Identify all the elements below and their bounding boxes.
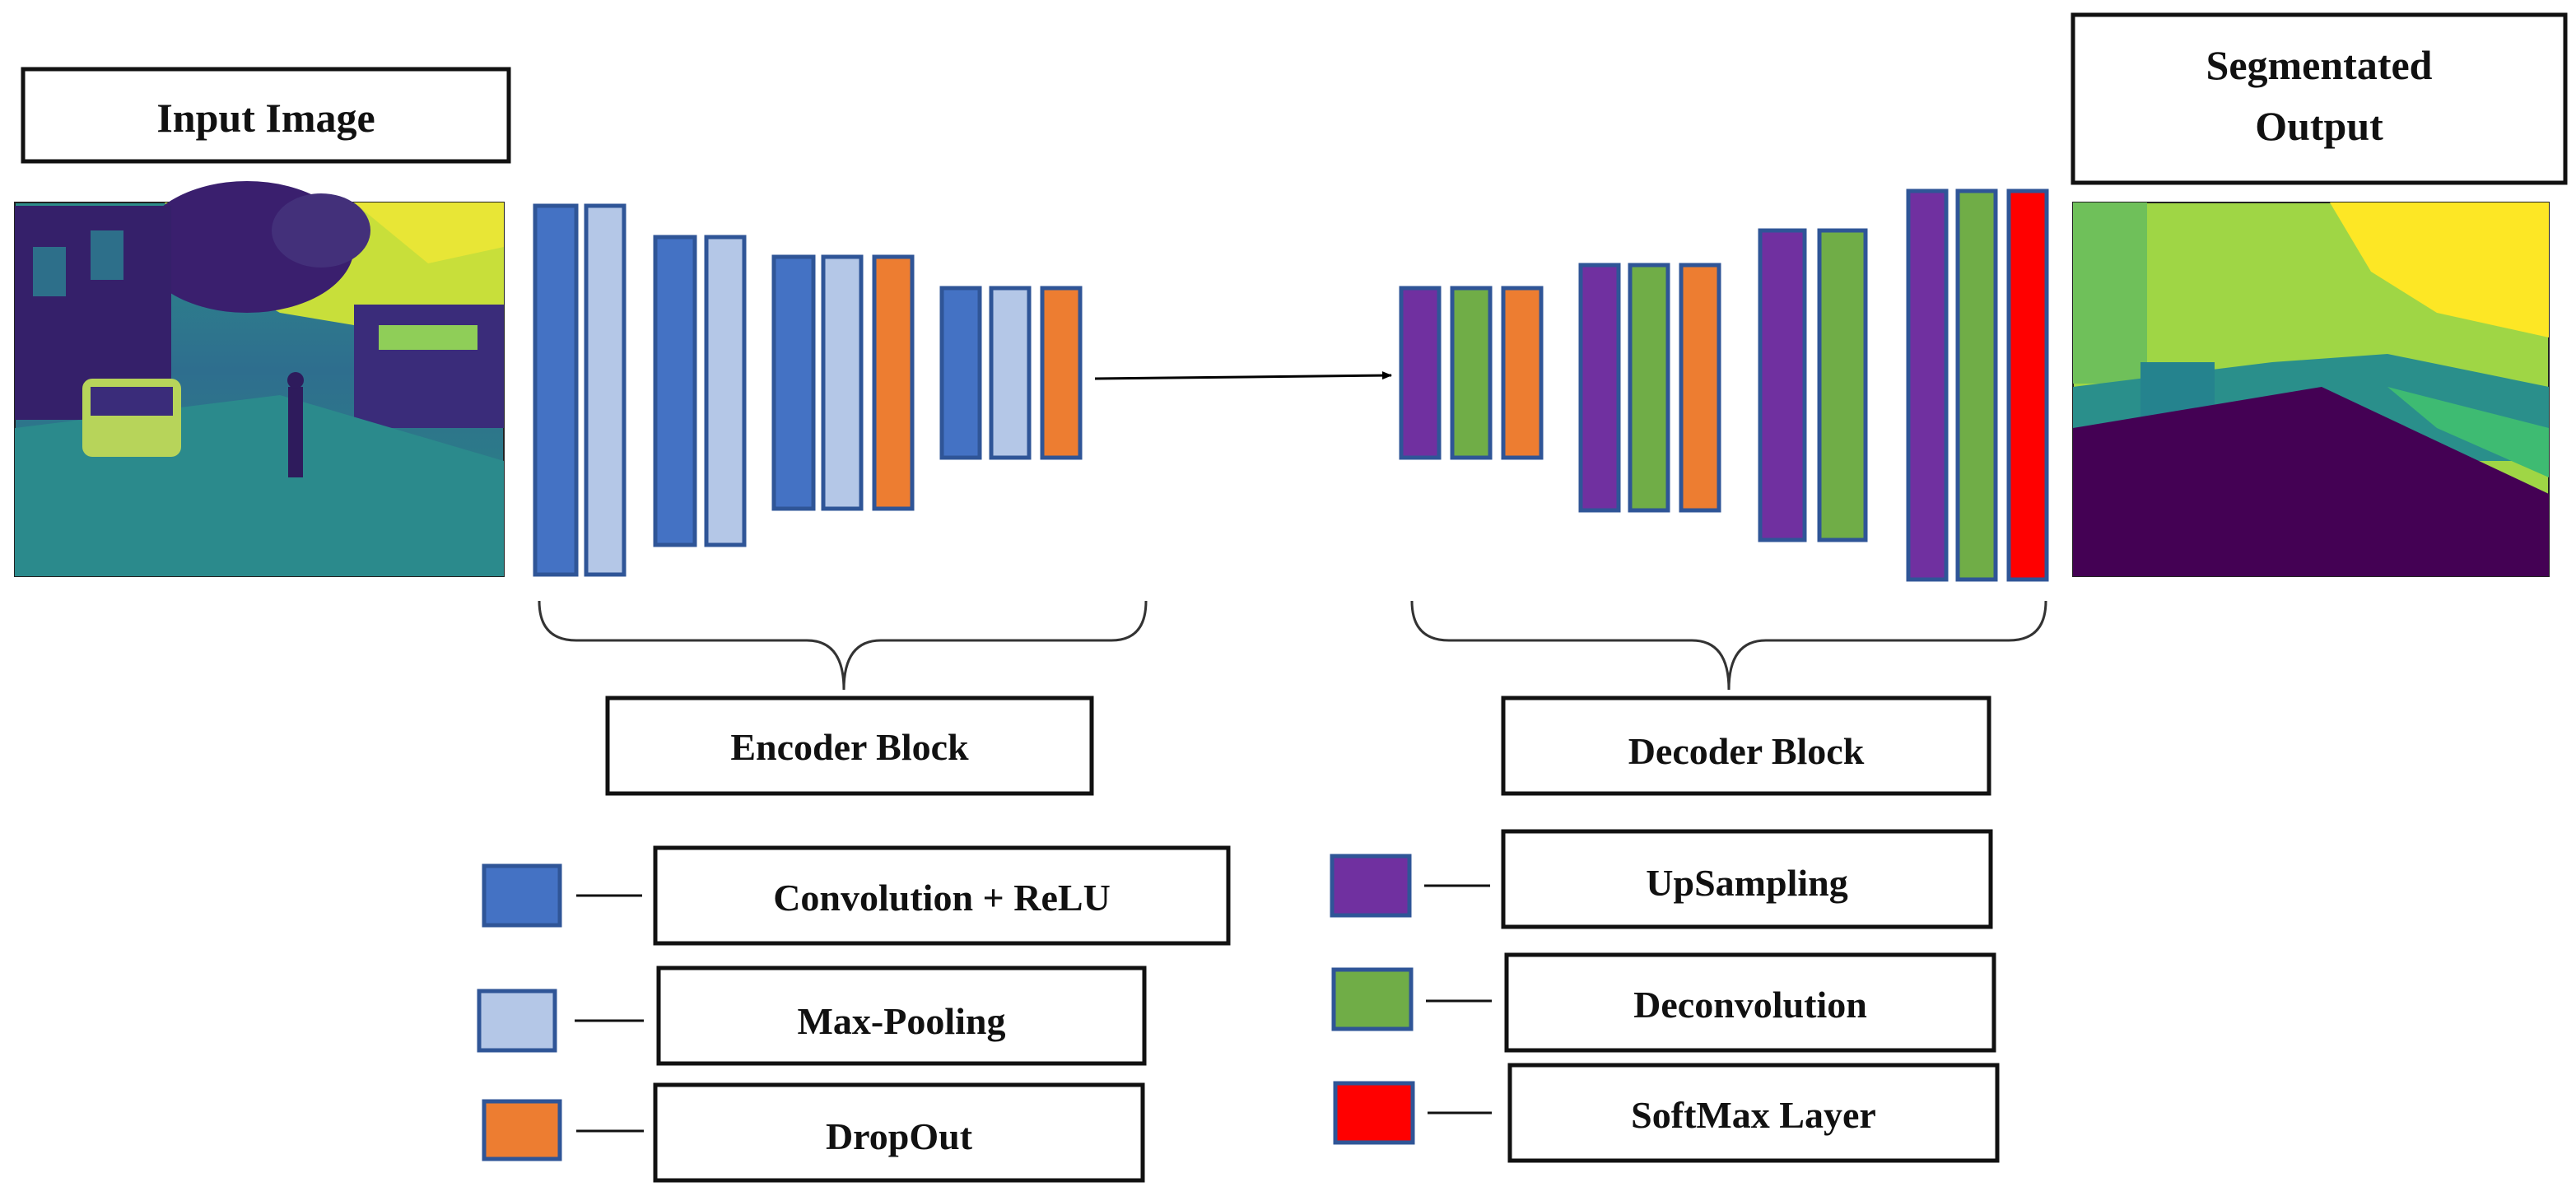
- input-image: [14, 181, 505, 577]
- legend-softmax-swatch: [1333, 1081, 1415, 1145]
- legend-dropout-label: DropOut: [826, 1115, 973, 1157]
- decoder-upsampling-3: [1758, 228, 1807, 542]
- decoder-brace: [1410, 600, 2047, 691]
- decoder-dropout-2: [1679, 263, 1721, 513]
- encoder-conv-relu-2: [653, 235, 697, 547]
- segmented-output-title-box: Segmentated Output: [2071, 12, 2568, 185]
- encoder-brace: [538, 600, 1148, 691]
- encoder-dropout-3: [872, 254, 915, 511]
- encoder-max-pooling-1: [584, 203, 627, 577]
- legend-deconvolution: Deconvolution: [1331, 952, 1996, 1053]
- encoder-max-pooling-4: [989, 286, 1032, 460]
- legend-conv-relu-swatch: [482, 863, 562, 928]
- legend-upsampling-label: UpSampling: [1646, 862, 1847, 904]
- legend-deconvolution-label: Deconvolution: [1633, 984, 1867, 1026]
- segmented-output-label-line2: Output: [2255, 103, 2383, 149]
- encoder-dropout-4: [1040, 286, 1083, 460]
- legend-softmax: SoftMax Layer: [1333, 1063, 2000, 1163]
- legend-softmax-label: SoftMax Layer: [1631, 1094, 1876, 1136]
- encoder-max-pooling-3: [821, 254, 864, 511]
- segmented-output-image: [2072, 202, 2550, 577]
- legend-conv-relu: Convolution + ReLU: [482, 845, 1231, 946]
- legend-upsampling-swatch: [1330, 854, 1412, 918]
- decoder-deconvolution-2: [1628, 263, 1670, 513]
- encoder-block-label: Encoder Block: [730, 726, 969, 768]
- decoder-block-label-box: Decoder Block: [1501, 696, 1991, 796]
- input-image-label: Input Image: [156, 95, 375, 141]
- decoder-softmax-layer: [2006, 188, 2049, 582]
- decoder-upsampling-1: [1399, 286, 1442, 460]
- encoder-conv-relu-3: [771, 254, 816, 511]
- bottleneck-arrow: [1094, 371, 1392, 380]
- decoder-deconvolution-1: [1450, 286, 1493, 460]
- legend-deconvolution-swatch: [1331, 967, 1414, 1031]
- legend-upsampling: UpSampling: [1330, 829, 1993, 929]
- encoder-layers: [533, 203, 1083, 577]
- legend-conv-relu-label: Convolution + ReLU: [773, 877, 1111, 919]
- encoder-max-pooling-2: [704, 235, 747, 547]
- legend-max-pooling-swatch: [477, 989, 557, 1053]
- encoder-conv-relu-4: [939, 286, 982, 460]
- input-image-title-box: Input Image: [21, 67, 511, 164]
- legend-max-pooling-label: Max-Pooling: [798, 1000, 1006, 1042]
- segmented-output-label-line1: Segmentated: [2206, 42, 2433, 88]
- decoder-deconvolution-3: [1817, 228, 1868, 542]
- decoder-layers: [1399, 188, 2049, 582]
- legend-dropout-swatch: [482, 1099, 562, 1161]
- legend-max-pooling: Max-Pooling: [477, 966, 1147, 1066]
- encoder-conv-relu-1: [533, 203, 579, 577]
- encoder-block-label-box: Encoder Block: [605, 696, 1094, 796]
- decoder-upsampling-2: [1578, 263, 1621, 513]
- decoder-upsampling-4: [1906, 188, 1949, 582]
- decoder-deconvolution-4: [1955, 188, 1998, 582]
- legend-dropout: DropOut: [482, 1082, 1145, 1183]
- decoder-dropout-1: [1501, 286, 1544, 460]
- decoder-block-label: Decoder Block: [1628, 730, 1865, 772]
